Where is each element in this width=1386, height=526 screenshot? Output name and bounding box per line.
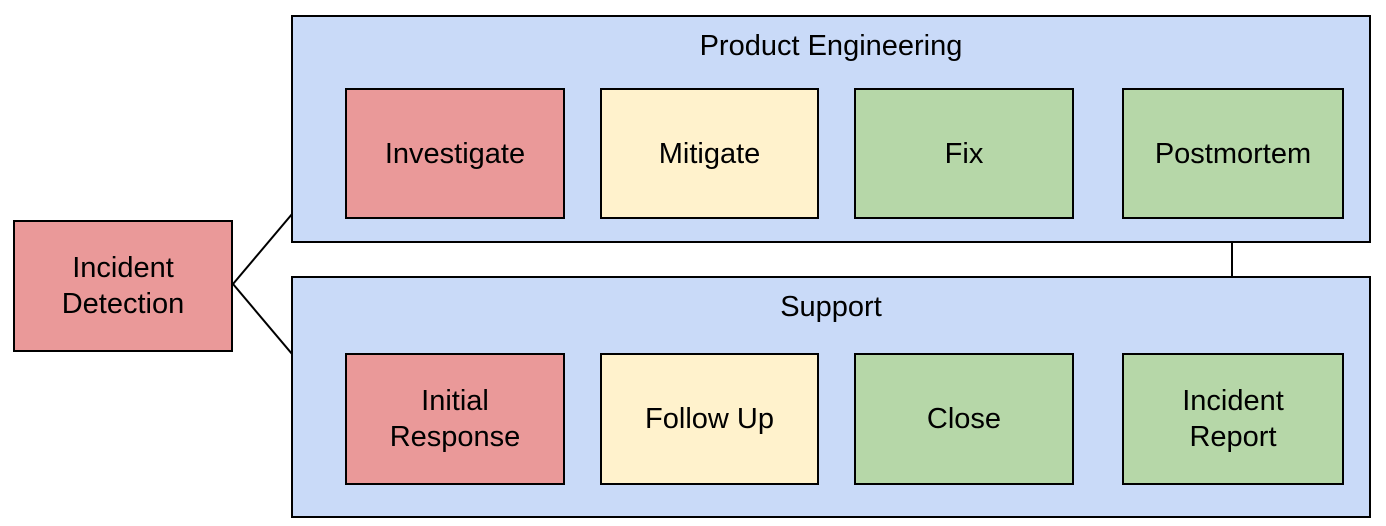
node-label: Follow Up [645,403,774,435]
node-label: Investigate [384,137,526,170]
node-label: Incident Detection [61,252,185,320]
node-label: Postmortem [1154,137,1312,170]
node-label: Mitigate [658,137,761,170]
node-incident-detection: Incident Detection [13,220,233,352]
lane-title-product-engineering: Product Engineering [699,30,963,62]
lane-support: Support Initial Response Follow Up Close… [291,276,1371,518]
node-investigate: Investigate [345,88,565,219]
node-postmortem: Postmortem [1122,88,1344,219]
node-label: Initial Response [389,385,521,453]
lane-title-support: Support [780,291,882,323]
node-follow-up: Follow Up [600,353,819,485]
node-mitigate: Mitigate [600,88,819,219]
node-incident-report: Incident Report [1122,353,1344,485]
node-label: Close [926,403,1002,435]
node-initial-response: Initial Response [345,353,565,485]
node-label: Incident Report [1182,385,1284,453]
node-label: Fix [944,137,984,170]
node-close: Close [854,353,1074,485]
lane-product-engineering: Product Engineering Investigate Mitigate… [291,15,1371,243]
node-fix: Fix [854,88,1074,219]
